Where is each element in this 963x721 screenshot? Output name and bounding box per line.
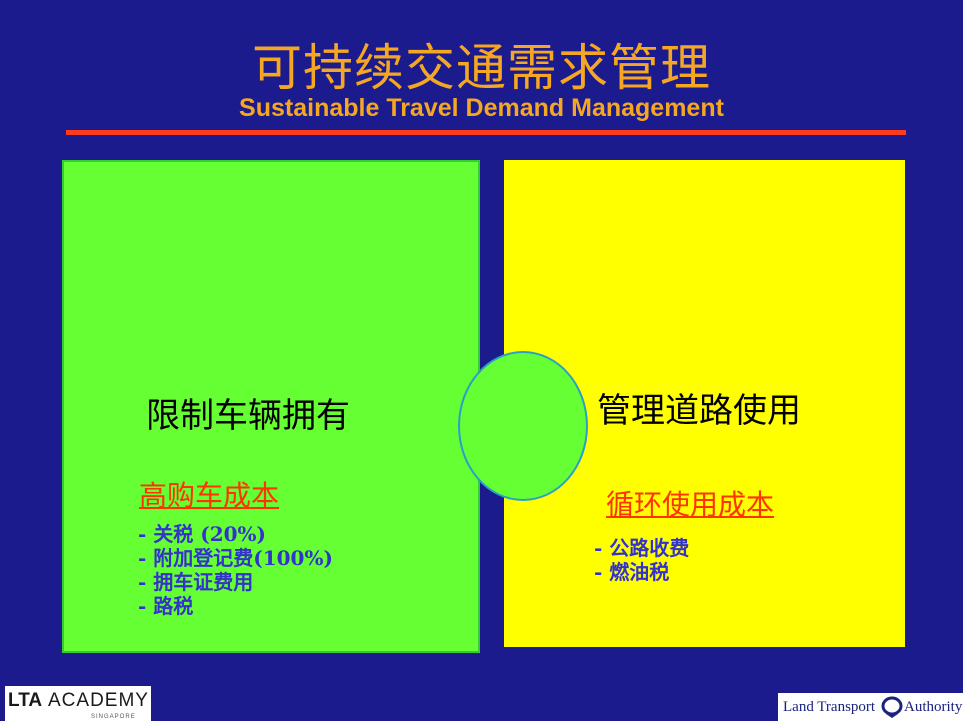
title-english: Sustainable Travel Demand Management bbox=[239, 94, 724, 122]
overlap-ellipse bbox=[458, 351, 588, 501]
logo-lta-text: LTA bbox=[8, 690, 43, 711]
logo-tagline: SINGAPORE bbox=[91, 714, 136, 720]
list-item: - 拥车证费用 bbox=[138, 570, 254, 594]
list-item: - 燃油税 bbox=[594, 560, 670, 584]
road-usage-heading: 管理道路使用 bbox=[597, 391, 801, 431]
list-item: - 公路收费 bbox=[594, 536, 690, 560]
lta-emblem-icon bbox=[881, 696, 903, 718]
vehicle-cost-subheading: 高购车成本 bbox=[139, 479, 280, 512]
list-item: - 路税 bbox=[138, 594, 194, 618]
lta-academy-logo: LTA ACADEMY SINGAPORE bbox=[5, 686, 151, 721]
list-item: - 附加登记费(100%) bbox=[138, 546, 333, 570]
title-divider bbox=[66, 130, 906, 135]
title-chinese: 可持续交通需求管理 bbox=[252, 39, 711, 97]
logo-text-authority: Authority bbox=[904, 699, 963, 715]
logo-text-land-transport: Land Transport bbox=[783, 699, 876, 715]
vehicle-cost-list: - 关税 (20%) - 附加登记费(100%) - 拥车证费用 - 路税 bbox=[138, 522, 333, 618]
land-transport-authority-logo: Land Transport Authority bbox=[778, 693, 963, 721]
logo-academy-text: ACADEMY bbox=[48, 690, 149, 711]
usage-cost-list: - 公路收费 - 燃油税 bbox=[594, 536, 689, 584]
vehicle-ownership-box bbox=[62, 160, 480, 653]
usage-cost-subheading: 循环使用成本 bbox=[606, 488, 775, 521]
list-item: - 关税 (20%) bbox=[138, 522, 266, 546]
vehicle-ownership-heading: 限制车辆拥有 bbox=[146, 396, 350, 436]
